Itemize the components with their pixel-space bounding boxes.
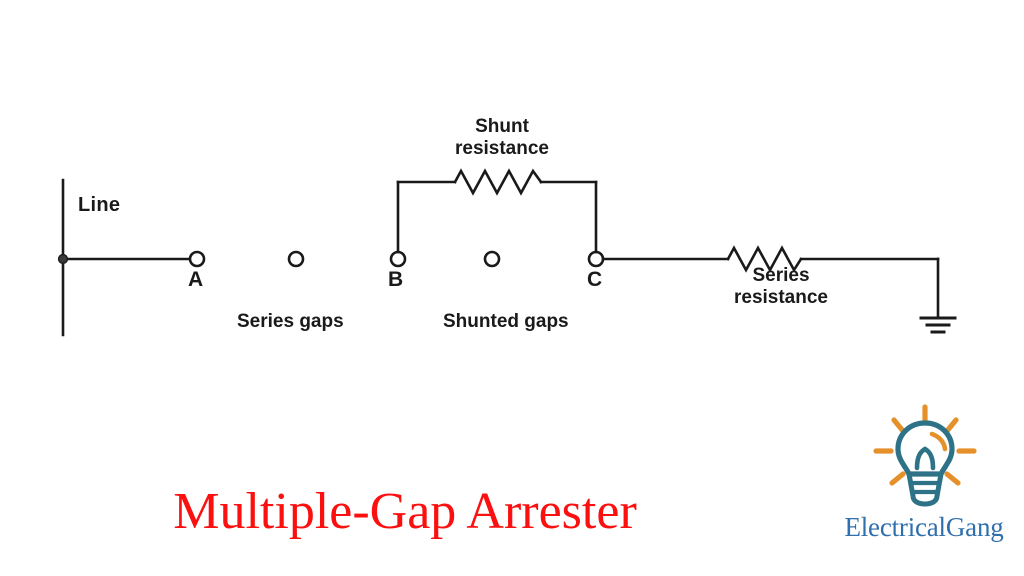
electrode-b <box>389 250 407 268</box>
lightbulb-icon <box>873 404 977 507</box>
electrode-c <box>587 250 605 268</box>
lightbulb-base-threads <box>911 480 939 495</box>
label-line: Line <box>78 194 121 216</box>
page-title: Multiple-Gap Arrester <box>173 483 637 540</box>
label-shunt-resistance: Shunt resistance <box>452 116 552 161</box>
label-series-resistance-line1: Series <box>752 265 810 286</box>
line-junction-dot <box>57 253 69 265</box>
lightbulb-base <box>906 471 944 507</box>
label-series-resistance: Series resistance <box>720 265 842 310</box>
lightbulb-rays <box>873 404 977 486</box>
electrode-series-gap <box>287 250 305 268</box>
shunt-resistor-zigzag <box>453 168 543 196</box>
electrode-a <box>188 250 206 268</box>
label-electrode-c: C <box>587 268 603 291</box>
brand-name: ElectricalGang <box>844 512 1004 542</box>
label-shunt-resistance-line1: Shunt <box>475 116 529 137</box>
series-resistor-zigzag <box>726 245 803 273</box>
label-series-resistance-line2: resistance <box>733 287 828 309</box>
lightbulb-filament <box>914 446 936 471</box>
electrode-shunted-gap <box>483 250 501 268</box>
ground-icon <box>919 316 957 334</box>
label-series-gaps: Series gaps <box>237 311 344 332</box>
label-electrode-b: B <box>388 268 404 291</box>
label-shunt-resistance-line2: resistance <box>454 138 549 160</box>
label-shunted-gaps: Shunted gaps <box>443 311 569 332</box>
label-electrode-a: A <box>188 268 204 291</box>
lightbulb-highlight <box>929 431 948 452</box>
brand-logo: ElectricalGang <box>824 404 1024 560</box>
